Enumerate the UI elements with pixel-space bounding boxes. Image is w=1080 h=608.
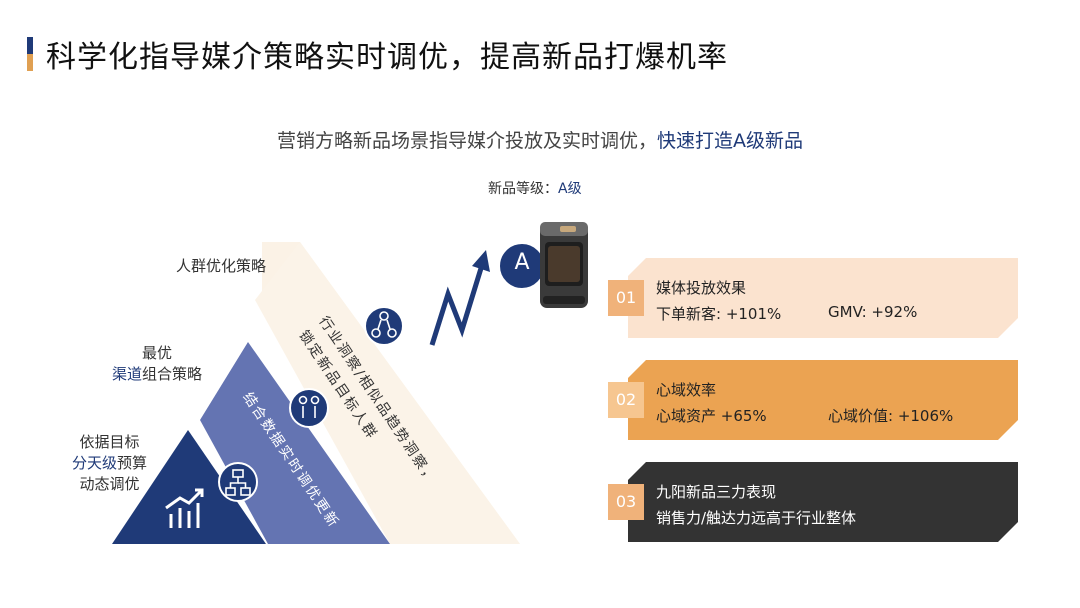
budget-highlight: 分天级 (72, 454, 118, 472)
hierarchy-icon (218, 462, 258, 502)
page-title: 科学化指导媒介策略实时调优，提高新品打爆机率 (46, 40, 728, 75)
subtitle: 营销方略新品场景指导媒介投放及实时调优，快速打造A级新品 (0, 126, 1080, 153)
people-icon (289, 388, 329, 428)
result-card-number: 02 (608, 382, 644, 418)
grade-value: A级 (558, 181, 582, 197)
channel-top: 最优 (142, 344, 173, 362)
result-card-metric-1: 下单新客: +101% (656, 305, 782, 323)
budget-bottom: 动态调优 (79, 475, 140, 493)
chart-up-icon (165, 488, 204, 528)
subtitle-highlight: 快速打造A级新品 (657, 130, 803, 152)
zigzag-arrow-icon (429, 250, 490, 346)
result-card-heading: 九阳新品三力表现 (656, 483, 777, 501)
channel-rest: 组合策略 (142, 365, 203, 383)
budget-top: 依据目标 (79, 433, 140, 451)
result-card-1: 媒体投放效果下单新客: +101% GMV: +92% 01 (608, 258, 1018, 340)
result-card-metric-2: 心域价值: +106% (828, 407, 954, 425)
result-card-number: 03 (608, 484, 644, 520)
budget-rest: 预算 (117, 454, 148, 472)
air-fryer-image (540, 222, 588, 308)
result-card-2: 心域效率心域资产 +65% 心域价值: +106% 02 (608, 360, 1018, 442)
result-card-body: 九阳新品三力表现销售力/触达力远高于行业整体 (628, 462, 1018, 542)
budget-strategy-label: 依据目标 分天级预算 动态调优 (72, 432, 147, 495)
result-card-metric-2: GMV: +92% (828, 303, 918, 321)
outer-band-body (255, 242, 520, 544)
badge-letter: A (514, 250, 530, 275)
inner-triangle (112, 430, 266, 544)
result-card-heading: 心域效率 (656, 381, 717, 399)
result-card-body: 媒体投放效果下单新客: +101% GMV: +92% (628, 258, 1018, 338)
grade-label: 新品等级： (488, 181, 558, 197)
result-card-metric-1: 心域资产 +65% (656, 407, 767, 425)
result-card-metric-1: 销售力/触达力远高于行业整体 (656, 509, 857, 527)
subtitle-main: 营销方略新品场景指导媒介投放及实时调优， (276, 130, 657, 152)
result-card-heading: 媒体投放效果 (656, 279, 747, 297)
channel-highlight: 渠道 (112, 365, 143, 383)
crowd-strategy-label: 人群优化策略 (176, 257, 267, 275)
title-accent-bar (27, 37, 33, 71)
result-card-body: 心域效率心域资产 +65% 心域价值: +106% (628, 360, 1018, 440)
grade-line: 新品等级：A级 (488, 178, 582, 198)
channel-strategy-label: 最优 渠道组合策略 (112, 343, 202, 385)
result-card-number: 01 (608, 280, 644, 316)
network-icon (364, 306, 404, 346)
